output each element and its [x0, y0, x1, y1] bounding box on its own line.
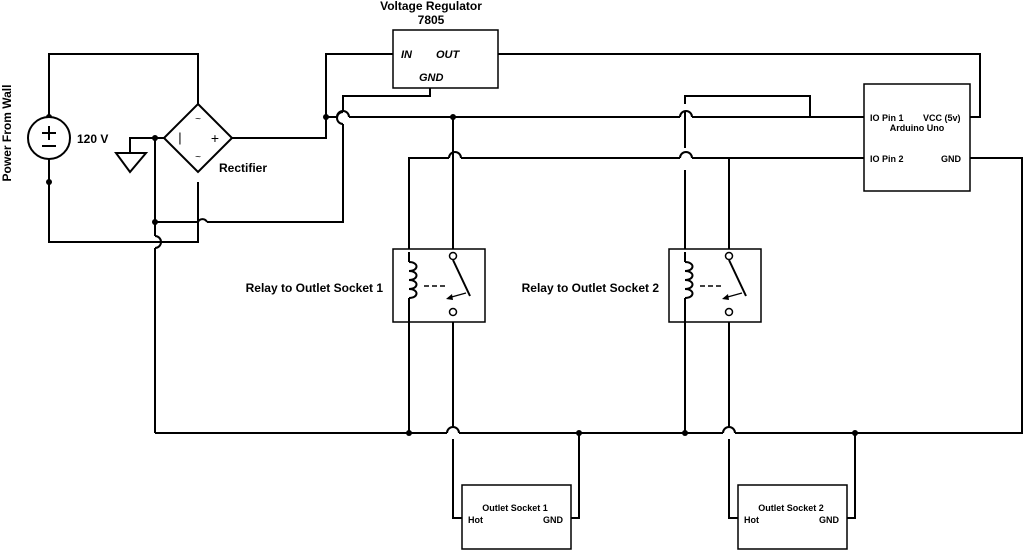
relay-2: Relay to Outlet Socket 2 — [522, 248, 762, 323]
regulator-title: Voltage Regulator — [380, 0, 482, 13]
outlet-2-gnd-pin: GND — [819, 515, 840, 525]
regulator-gnd-pin: GND — [419, 72, 444, 84]
rectifier-plus-sign: + — [211, 130, 219, 146]
arduino-io-pin-1: IO Pin 1 — [870, 113, 904, 123]
rectifier-ac-top-icon: ~ — [195, 114, 201, 125]
voltage-regulator: Voltage Regulator 7805 IN OUT GND — [380, 0, 499, 89]
rectifier-ac-bottom-icon: ~ — [195, 152, 201, 163]
outlet-1-gnd-pin: GND — [543, 515, 564, 525]
regulator-model: 7805 — [418, 13, 445, 27]
rectifier-minus-sign: | — [178, 130, 181, 145]
arduino-vcc-pin: VCC (5v) — [923, 113, 961, 123]
outlet-socket-2: Outlet Socket 2 Hot GND — [737, 484, 848, 550]
outlet-2-title: Outlet Socket 2 — [758, 503, 824, 513]
ground-symbol — [114, 152, 149, 174]
relay-1-label: Relay to Outlet Socket 1 — [246, 281, 384, 295]
rectifier-label: Rectifier — [219, 161, 267, 175]
outlet-2-hot-pin: Hot — [744, 515, 759, 525]
arduino-uno: IO Pin 1 VCC (5v) Arduino Uno IO Pin 2 G… — [863, 83, 971, 192]
power-from-wall-label: Power From Wall — [0, 85, 14, 182]
voltage-label: 120 V — [77, 132, 108, 146]
arduino-io-pin-2: IO Pin 2 — [870, 154, 904, 164]
arduino-gnd-pin: GND — [941, 154, 962, 164]
outlet-1-hot-pin: Hot — [468, 515, 483, 525]
relay-1: Relay to Outlet Socket 1 — [246, 248, 486, 323]
regulator-out-pin: OUT — [436, 49, 461, 61]
rectifier: | + ~ ~ Rectifier — [162, 102, 267, 175]
arduino-name: Arduino Uno — [890, 123, 945, 133]
outlet-1-title: Outlet Socket 1 — [482, 503, 548, 513]
junction-dots — [46, 114, 858, 436]
outlet-socket-1: Outlet Socket 1 Hot GND — [461, 484, 572, 550]
regulator-in-pin: IN — [401, 49, 413, 61]
relay-2-label: Relay to Outlet Socket 2 — [522, 281, 660, 295]
ac-power-source: 120 V Power From Wall — [0, 85, 108, 182]
